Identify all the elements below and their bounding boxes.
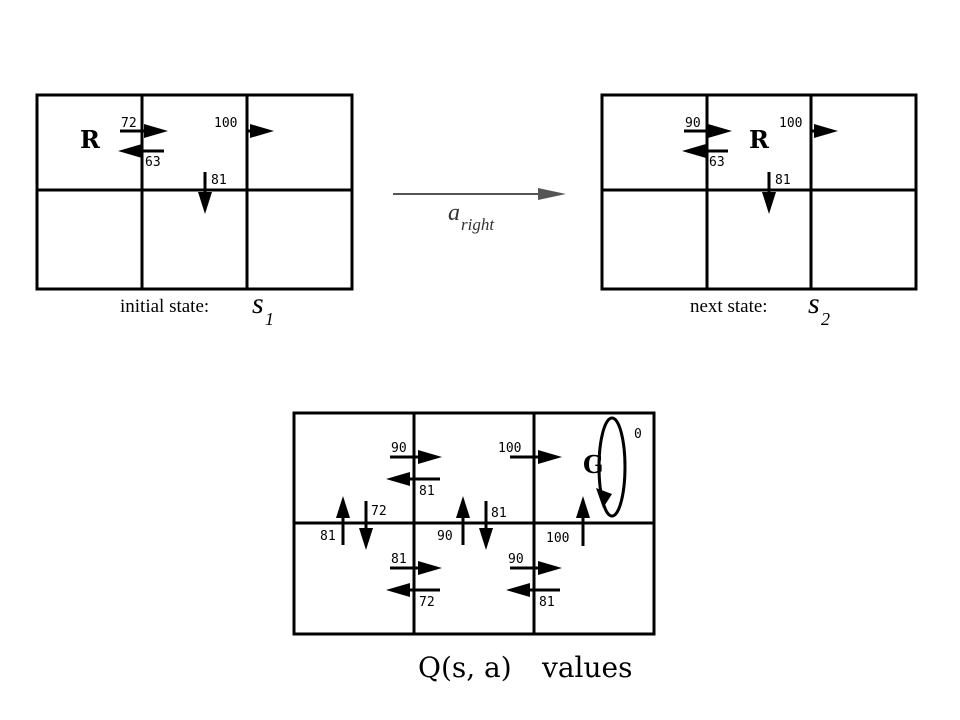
initial-q-down-label: 81 — [211, 173, 227, 188]
initial-right-arrow-2 — [248, 124, 274, 138]
initial-q-right-label-1: 72 — [121, 116, 137, 131]
q-bottom-right-arrow-2 — [510, 561, 562, 575]
q-value-panel: G 0 90 81 100 81 7 — [292, 411, 656, 684]
q-col1-up-label: 81 — [320, 529, 336, 544]
q-bottom-left-arrow-2 — [506, 583, 560, 597]
q-col1-up-arrow — [336, 496, 350, 545]
next-state-panel: R 90 63 100 81 next state: s 2 — [600, 93, 918, 329]
q-bottom-left-arrow-1 — [386, 583, 440, 597]
initial-state-index: 1 — [265, 309, 274, 329]
q-col3-up-arrow — [576, 496, 590, 546]
q-bottom-right-label-1: 81 — [391, 552, 407, 567]
next-state-symbol: s — [808, 287, 820, 320]
next-q-right-label-2: 100 — [779, 116, 802, 131]
q-col2-up-label: 90 — [437, 529, 453, 544]
q-values-caption-math: Q(s, a) — [418, 651, 512, 684]
next-right-arrow-2 — [812, 124, 838, 138]
initial-state-symbol: s — [252, 287, 264, 320]
action-subscript: right — [461, 215, 495, 234]
q-bottom-right-label-2: 90 — [508, 552, 524, 567]
q-values-caption-word: values — [541, 651, 632, 684]
initial-q-right-label-2: 100 — [214, 116, 237, 131]
next-q-down-label: 81 — [775, 173, 791, 188]
goal-self-loop-arrow — [596, 416, 627, 518]
next-q-left-label-1: 63 — [709, 155, 725, 170]
q-top-right-arrow-2 — [510, 450, 562, 464]
next-down-arrow — [762, 172, 776, 214]
q-bottom-left-label-2: 81 — [539, 595, 555, 610]
initial-down-arrow — [198, 172, 212, 214]
q-col2-down-label: 81 — [491, 506, 507, 521]
initial-state-caption: initial state: — [120, 296, 209, 317]
q-bottom-right-arrow-1 — [390, 561, 442, 575]
next-state-index: 2 — [821, 309, 830, 329]
initial-right-arrow-1 — [120, 124, 168, 138]
q-col2-up-arrow — [456, 496, 470, 545]
action-symbol: a — [448, 200, 460, 226]
q-col2-down-arrow — [479, 501, 493, 550]
initial-grid-border — [35, 93, 354, 291]
q-top-right-arrow-1 — [390, 450, 442, 464]
q-bottom-left-label-1: 72 — [419, 595, 435, 610]
goal-self-loop-label: 0 — [634, 427, 642, 442]
q-top-left-label-1: 81 — [419, 484, 435, 499]
next-q-right-label-1: 90 — [685, 116, 701, 131]
next-right-arrow-1 — [684, 124, 732, 138]
initial-state-panel: R 72 63 100 81 initial state: s 1 — [35, 93, 354, 329]
next-robot-label: R — [749, 125, 770, 154]
transition-arrow: a right — [393, 188, 566, 234]
q-top-left-arrow-1 — [386, 472, 440, 486]
initial-q-left-label-1: 63 — [145, 155, 161, 170]
initial-robot-label: R — [80, 125, 101, 154]
q-top-right-label-1: 90 — [391, 441, 407, 456]
q-top-right-label-2: 100 — [498, 441, 521, 456]
q-col1-down-arrow — [359, 501, 373, 550]
q-col1-down-label: 72 — [371, 504, 387, 519]
initial-left-arrow-1 — [118, 144, 164, 158]
next-state-caption: next state: — [690, 296, 768, 317]
next-left-arrow-1 — [682, 144, 728, 158]
q-col3-up-label: 100 — [546, 531, 569, 546]
next-grid-border — [600, 93, 918, 291]
